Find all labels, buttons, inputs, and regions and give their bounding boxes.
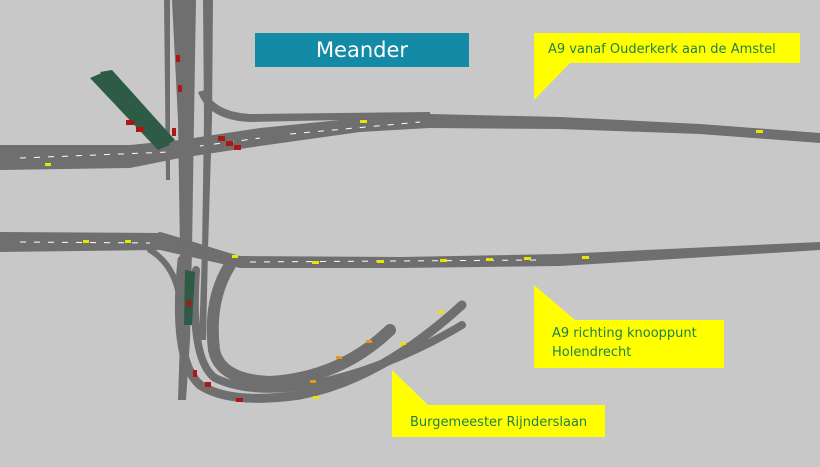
lower-loop-ramps [147,232,467,403]
cars-red [126,55,243,402]
title-banner: Meander [255,33,469,67]
callout-a9-from: A9 vanaf Ouderkerk aan de Amstel [534,33,800,100]
cars-yellow [45,120,763,399]
vertical-connector [164,0,213,400]
cars-orange [310,340,372,383]
callout-a9-from-text: A9 vanaf Ouderkerk aan de Amstel [548,42,776,57]
callout-a9-to-line2: Holendrecht [552,345,631,360]
callout-a9-to-line1: A9 richting knooppunt [552,326,697,341]
callout-a9-to: A9 richting knooppunt Holendrecht [534,285,724,368]
green-ramps [90,70,195,325]
callout-burgemeester-text: Burgemeester Rijnderslaan [410,415,587,430]
lower-highway [0,232,820,268]
callout-burgemeester: Burgemeester Rijnderslaan [392,370,605,437]
